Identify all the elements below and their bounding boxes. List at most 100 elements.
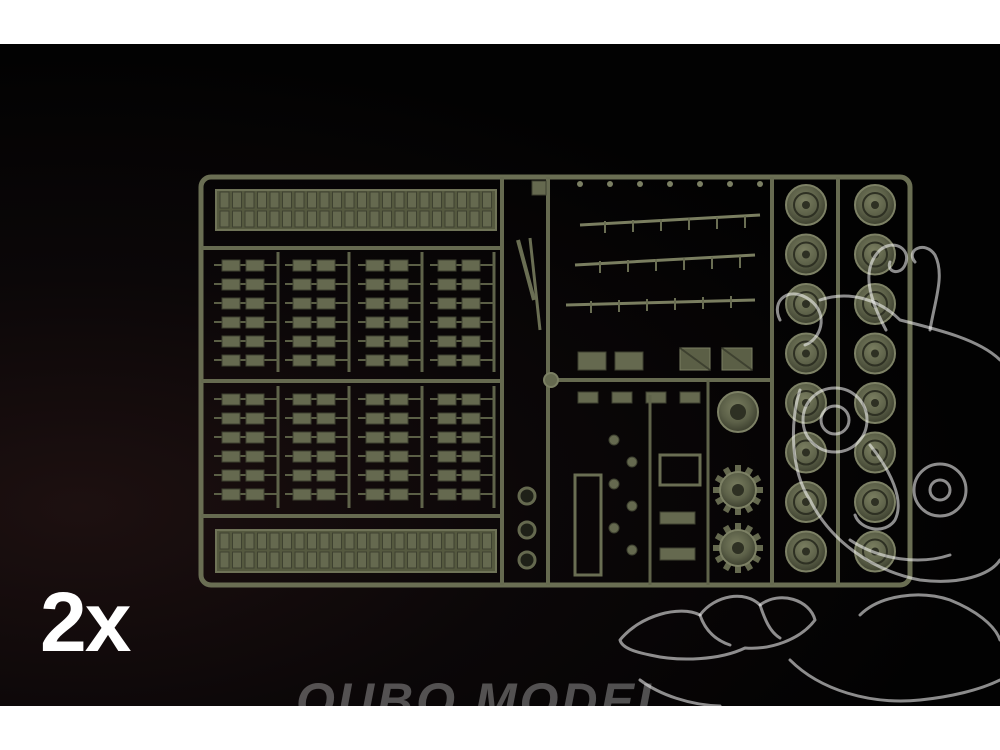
small-part (245, 316, 265, 329)
track-link (394, 532, 405, 550)
small-part (659, 547, 696, 561)
small-part (611, 391, 633, 404)
track-link (244, 532, 255, 550)
small-part (437, 354, 457, 367)
small-part (316, 450, 336, 463)
track-link (307, 551, 317, 569)
frame-part (658, 453, 702, 487)
box-part (614, 351, 644, 371)
ring-part (517, 550, 537, 570)
mascot-head-outline (818, 294, 1000, 362)
mascot-eye-icon (928, 478, 952, 502)
small-part (316, 412, 336, 425)
small-part (461, 297, 481, 310)
small-part (221, 412, 241, 425)
track-link (482, 551, 492, 569)
hull-rail (565, 298, 756, 307)
hull-rail (574, 253, 756, 267)
small-part (292, 393, 312, 406)
small-part (389, 335, 409, 348)
track-link (332, 210, 342, 228)
track-link (294, 210, 305, 228)
track-link (282, 551, 292, 569)
road-wheel-rim (862, 439, 888, 466)
track-link (269, 191, 280, 209)
small-part (626, 500, 638, 512)
track-link (432, 532, 442, 550)
mascot-body-outline (638, 678, 722, 708)
small-part (437, 469, 457, 482)
sprocket-tooth (735, 523, 741, 531)
road-wheel-rim (862, 291, 888, 317)
ring-part (517, 520, 537, 540)
track-link (307, 191, 317, 209)
sprue-runner (528, 237, 542, 331)
box-part-detail (721, 347, 753, 371)
sprocket-tooth (735, 565, 741, 573)
small-part (221, 469, 241, 482)
track-link (319, 551, 330, 569)
small-part (245, 450, 265, 463)
small-part (461, 316, 481, 329)
small-part (365, 393, 385, 406)
track-link (357, 551, 367, 569)
small-part (365, 431, 385, 444)
road-wheel-hub (802, 349, 810, 358)
small-part (245, 431, 265, 444)
small-part (221, 316, 241, 329)
small-part (316, 316, 336, 329)
sprocket-tooth (755, 487, 763, 493)
small-part (437, 335, 457, 348)
small-part (292, 297, 312, 310)
small-part (316, 354, 336, 367)
mascot-hand-outline (858, 593, 1000, 642)
small-part (389, 316, 409, 329)
track-link (369, 210, 380, 228)
track-link (394, 191, 405, 209)
frame-part (573, 473, 603, 577)
small-part (316, 297, 336, 310)
sprue-gate (543, 372, 559, 388)
small-part (365, 450, 385, 463)
track-link (469, 210, 480, 228)
small-part (292, 354, 312, 367)
track-link (344, 210, 355, 228)
small-part (292, 450, 312, 463)
track-link (344, 191, 355, 209)
box-part (577, 351, 607, 371)
mascot-antenna-icon (867, 243, 909, 332)
small-part (245, 488, 265, 501)
small-part (389, 469, 409, 482)
mascot-hand-outline (698, 613, 732, 647)
small-part (221, 354, 241, 367)
small-part (437, 297, 457, 310)
small-part (292, 431, 312, 444)
quantity-label: 2x (40, 575, 131, 669)
small-part (679, 391, 701, 404)
small-part (437, 450, 457, 463)
small-part (365, 412, 385, 425)
small-part (365, 354, 385, 367)
track-link (432, 191, 442, 209)
small-part (316, 469, 336, 482)
small-part (365, 335, 385, 348)
track-link (407, 210, 417, 228)
small-part (221, 393, 241, 406)
small-part (245, 354, 265, 367)
drive-sprocket-hub (732, 542, 744, 554)
small-part (389, 431, 409, 444)
road-wheel-hub (871, 349, 879, 358)
track-link (257, 551, 267, 569)
road-wheel-rim (862, 241, 888, 268)
mascot-body-outline (788, 658, 1000, 703)
track-link (294, 532, 305, 550)
small-part (292, 278, 312, 291)
track-link (382, 210, 392, 228)
top-margin (0, 0, 1000, 44)
small-part (245, 412, 265, 425)
road-wheel-hub (871, 201, 879, 209)
small-part (626, 456, 638, 468)
track-link (382, 532, 392, 550)
track-link (419, 210, 430, 228)
